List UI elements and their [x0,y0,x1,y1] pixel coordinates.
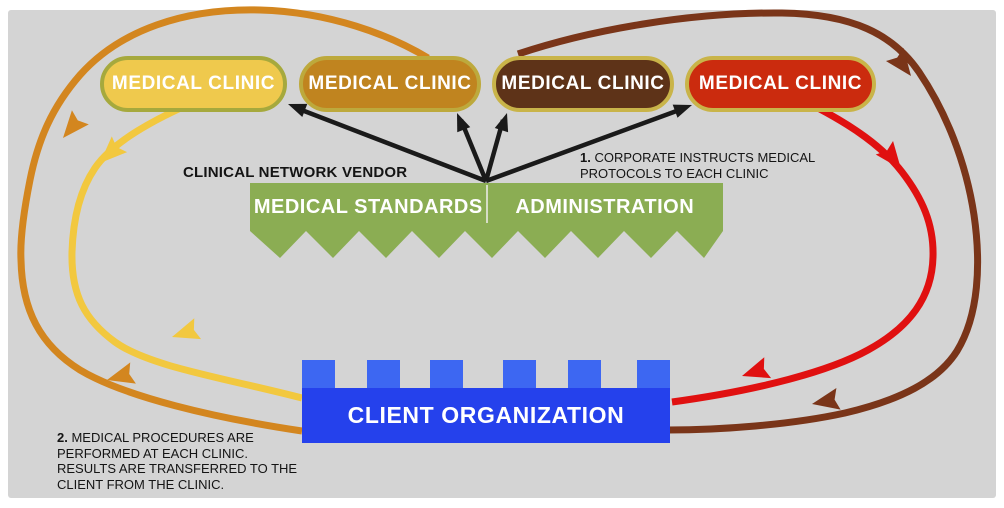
vendor-sections: MEDICAL STANDARDS ADMINISTRATION [250,183,723,231]
vendor-section-medical-standards: MEDICAL STANDARDS [253,195,483,218]
note-corporate-instructions: 1. CORPORATE INSTRUCTS MEDICAL PROTOCOLS… [580,150,820,181]
medical-clinic-3: MEDICAL CLINIC [492,56,674,112]
clinical-network-vendor-bar: MEDICAL STANDARDS ADMINISTRATION [250,183,723,258]
client-org-tooth-1 [302,360,335,390]
medical-clinic-4-label: MEDICAL CLINIC [698,73,863,94]
client-organization-box: CLIENT ORGANIZATION [302,388,670,443]
client-org-tooth-2 [367,360,400,390]
note1-text: CORPORATE INSTRUCTS MEDICAL PROTOCOLS TO… [580,150,815,181]
client-org-tooth-6 [637,360,670,390]
medical-clinic-2-label: MEDICAL CLINIC [308,73,472,94]
medical-clinic-2: MEDICAL CLINIC [299,56,481,112]
medical-clinic-3-label: MEDICAL CLINIC [501,73,665,94]
vendor-section-administration: ADMINISTRATION [515,195,695,218]
clinical-network-vendor-label: CLINICAL NETWORK VENDOR [183,164,408,181]
medical-clinic-4: MEDICAL CLINIC [685,56,876,112]
note2-text: MEDICAL PROCEDURES ARE PERFORMED AT EACH… [57,430,298,492]
note2-number: 2. [57,430,68,445]
client-org-tooth-5 [568,360,601,390]
client-org-tooth-3 [430,360,463,390]
client-organization-label: CLIENT ORGANIZATION [347,402,625,428]
note-medical-procedures: 2. MEDICAL PROCEDURES ARE PERFORMED AT E… [57,430,305,492]
note1-number: 1. [580,150,591,165]
medical-clinic-1: MEDICAL CLINIC [100,56,287,112]
client-org-tooth-4 [503,360,536,390]
medical-clinic-1-label: MEDICAL CLINIC [111,73,276,94]
vendor-section-divider [486,185,488,223]
